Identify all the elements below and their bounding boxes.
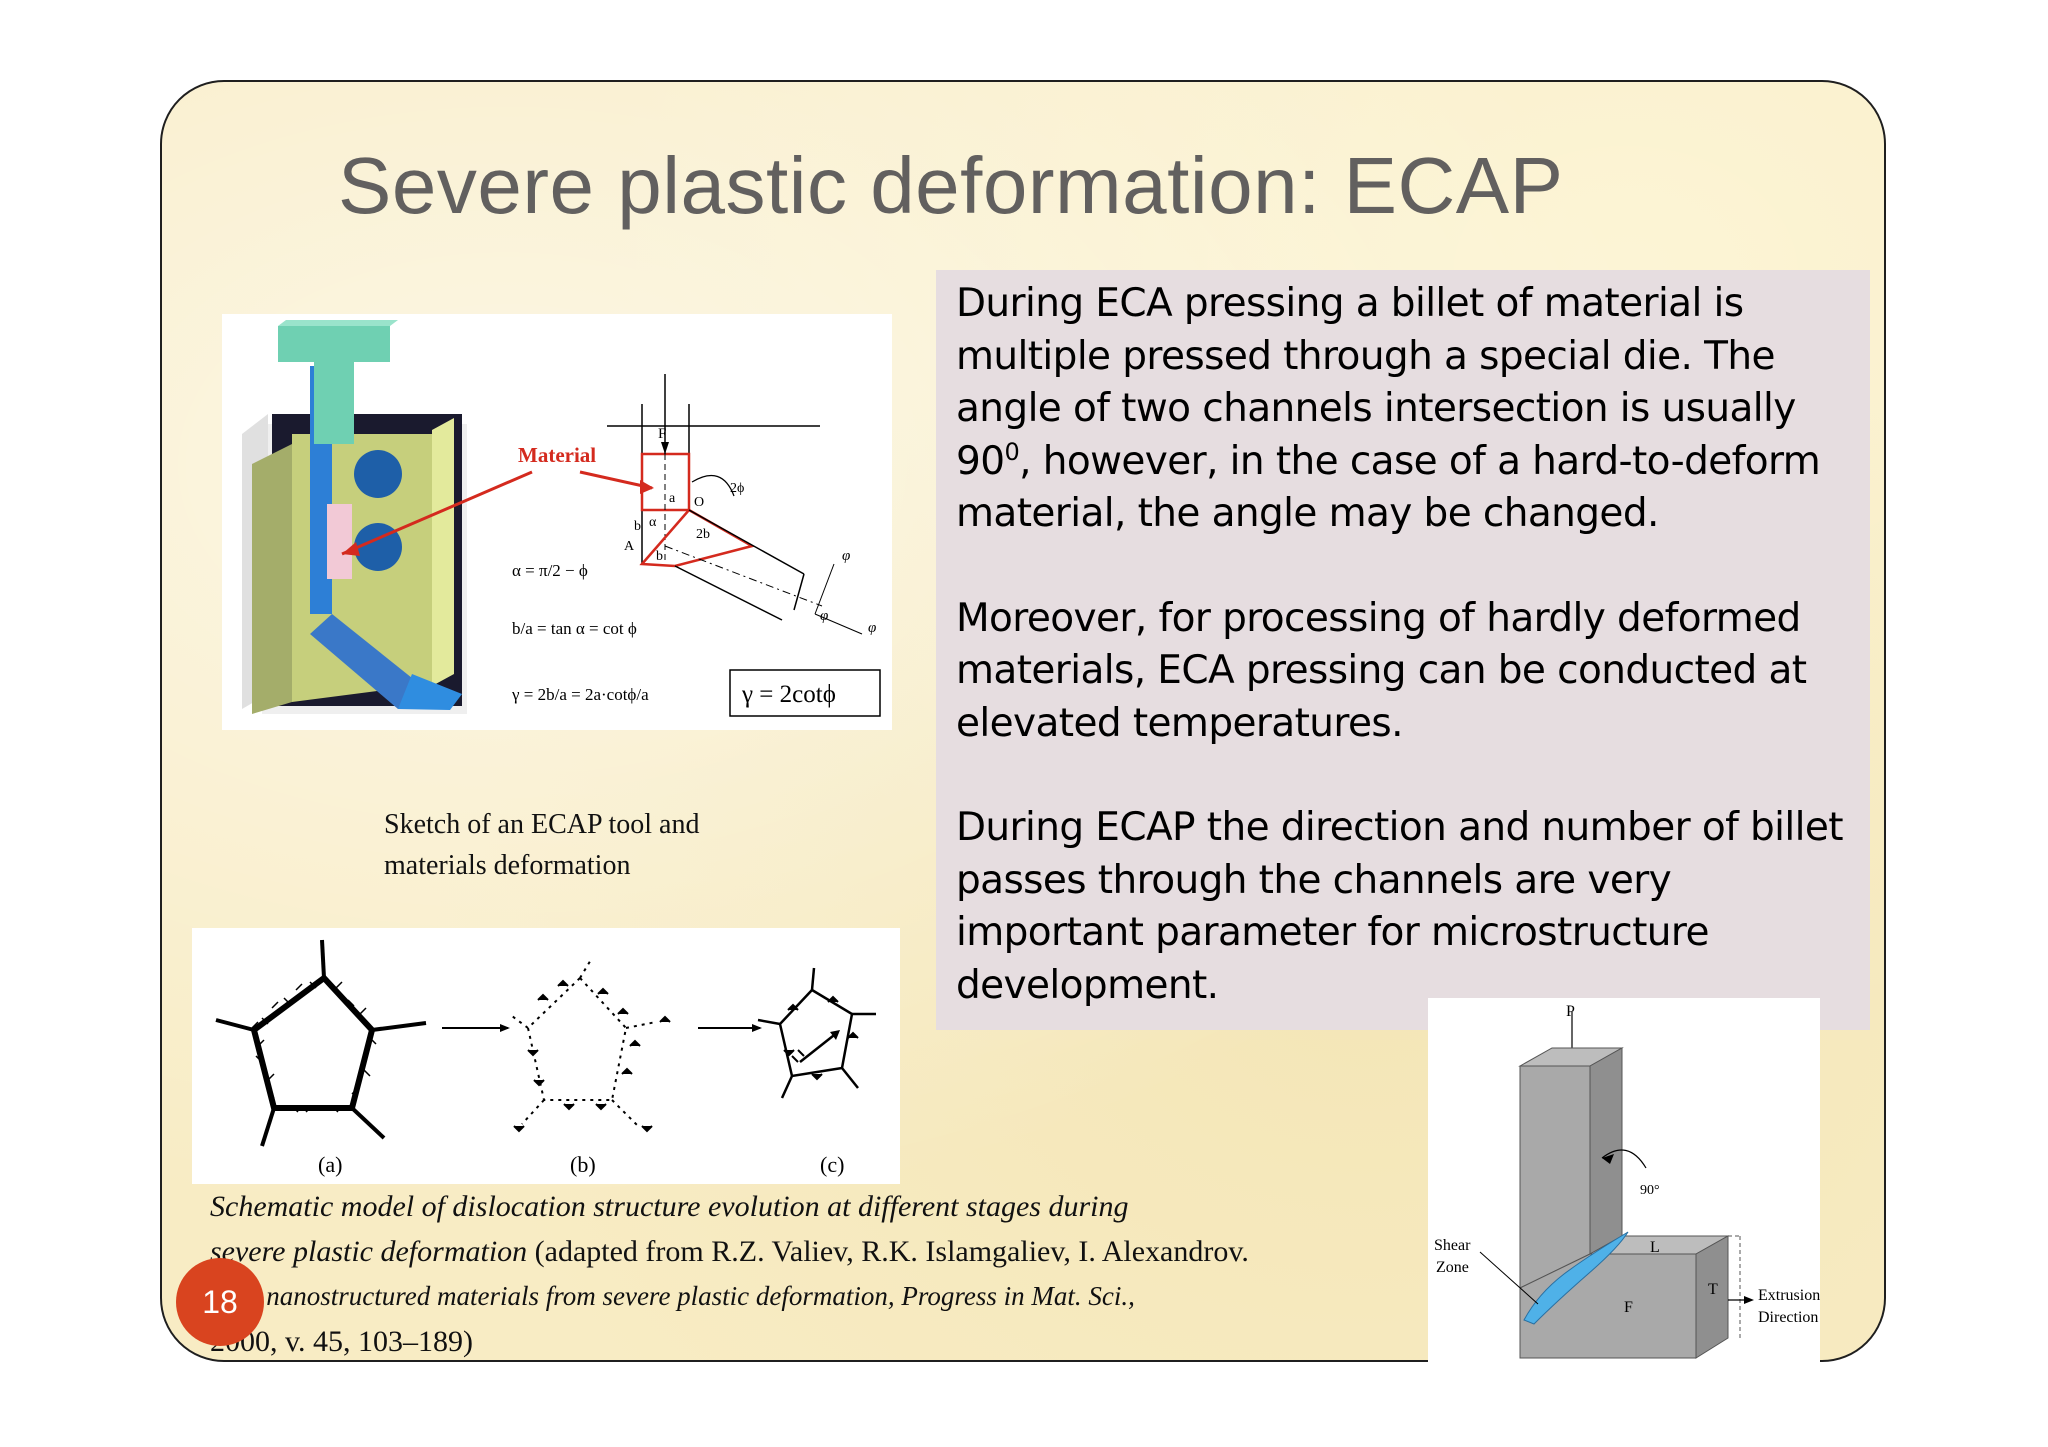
label-c-stage: (c) (820, 1152, 844, 1177)
label-a-stage: (a) (318, 1152, 342, 1177)
dislocation-evolution-figure: (a) (b) (192, 928, 900, 1184)
shear-label-extrusion: Extrusion (1758, 1287, 1820, 1304)
label-alpha: α (649, 515, 657, 530)
equation-alpha: α = π/2 − ϕ (512, 561, 588, 580)
paragraph-eca-pressing: During ECA pressing a billet of material… (956, 278, 1850, 541)
description-box: During ECA pressing a billet of material… (936, 270, 1870, 1030)
equation-gamma: γ = 2b/a = 2a·cotϕ/a (511, 685, 649, 704)
label-A: A (624, 539, 635, 554)
shear-label-direction: Direction (1758, 1309, 1818, 1326)
label-b-lower: b (656, 549, 663, 564)
caption-line-4: 2000, v. 45, 103–189) (210, 1319, 1310, 1364)
caption-line-2: severe plastic deformation (adapted from… (210, 1229, 1310, 1274)
label-O: O (694, 495, 704, 510)
paragraph-elevated-temperatures: Moreover, for processing of hardly defor… (956, 595, 1807, 746)
para1-tail: , however, in the case of a hard-to-defo… (956, 438, 1821, 537)
page-number-badge: 18 (176, 1258, 264, 1346)
dislocation-evolution-svg: (a) (b) (215, 939, 876, 1177)
caption-line-3: Bulk nanostructured materials from sever… (210, 1274, 1310, 1319)
ecap-tool-figure: Material F a b α O A b 2b 2ϕ φ φ φ α = π… (222, 314, 892, 730)
paragraph-ecap-direction: During ECAP the direction and number of … (956, 805, 1844, 1008)
shear-angle-label: 90° (1640, 1183, 1660, 1198)
equation-boxed: γ = 2cotϕ (741, 681, 836, 708)
shear-label-L: L (1650, 1239, 1660, 1256)
shear-label-shear: Shear (1434, 1237, 1471, 1254)
shear-label-zone: Zone (1436, 1259, 1469, 1276)
label-2b: 2b (696, 527, 710, 542)
caption-line-4-text: 2000, v. 45, 103–189) (210, 1325, 474, 1358)
shear-label-P: P (1566, 1003, 1575, 1020)
shear-label-T: T (1708, 1281, 1718, 1298)
label-b-left: b (634, 519, 641, 534)
caption-line-2-plain: (adapted from R.Z. Valiev, R.K. Islamgal… (527, 1235, 1249, 1268)
material-label: Material (518, 443, 596, 467)
shear-label-F: F (1624, 1299, 1633, 1316)
shear-zone-figure: P 90° Shear Zone L T F Extrusion Directi… (1428, 998, 1820, 1362)
label-phi-1: φ (842, 548, 850, 564)
ecap-tool-svg: Material F a b α O A b 2b 2ϕ φ φ φ α = π… (242, 320, 881, 717)
label-phi-3: φ (868, 620, 876, 636)
label-a: a (669, 491, 676, 506)
para1-superscript: 0 (1004, 437, 1020, 466)
slide-title: Severe plastic deformation: ECAP (338, 141, 1564, 230)
dislocation-figure-caption: Schematic model of dislocation structure… (210, 1184, 1310, 1364)
shear-zone-svg: P 90° Shear Zone L T F Extrusion Directi… (1434, 1003, 1820, 1359)
caption-line-2-italic: severe plastic deformation (210, 1235, 528, 1268)
caption-line-3-text: Bulk nanostructured materials from sever… (210, 1281, 1135, 1311)
label-F: F (658, 426, 666, 442)
ecap-figure-caption: Sketch of an ECAP tool and materials def… (384, 809, 700, 881)
caption-line-1: Schematic model of dislocation structure… (210, 1184, 1310, 1229)
label-2phi: 2ϕ (730, 481, 744, 496)
equation-ratio: b/a = tan α = cot ϕ (512, 619, 637, 638)
label-b-stage: (b) (570, 1152, 596, 1177)
para1-main: During ECA pressing a billet of material… (956, 281, 1796, 484)
label-phi-2: φ (820, 608, 828, 624)
caption-line-1-text: Schematic model of dislocation structure… (210, 1190, 1129, 1223)
